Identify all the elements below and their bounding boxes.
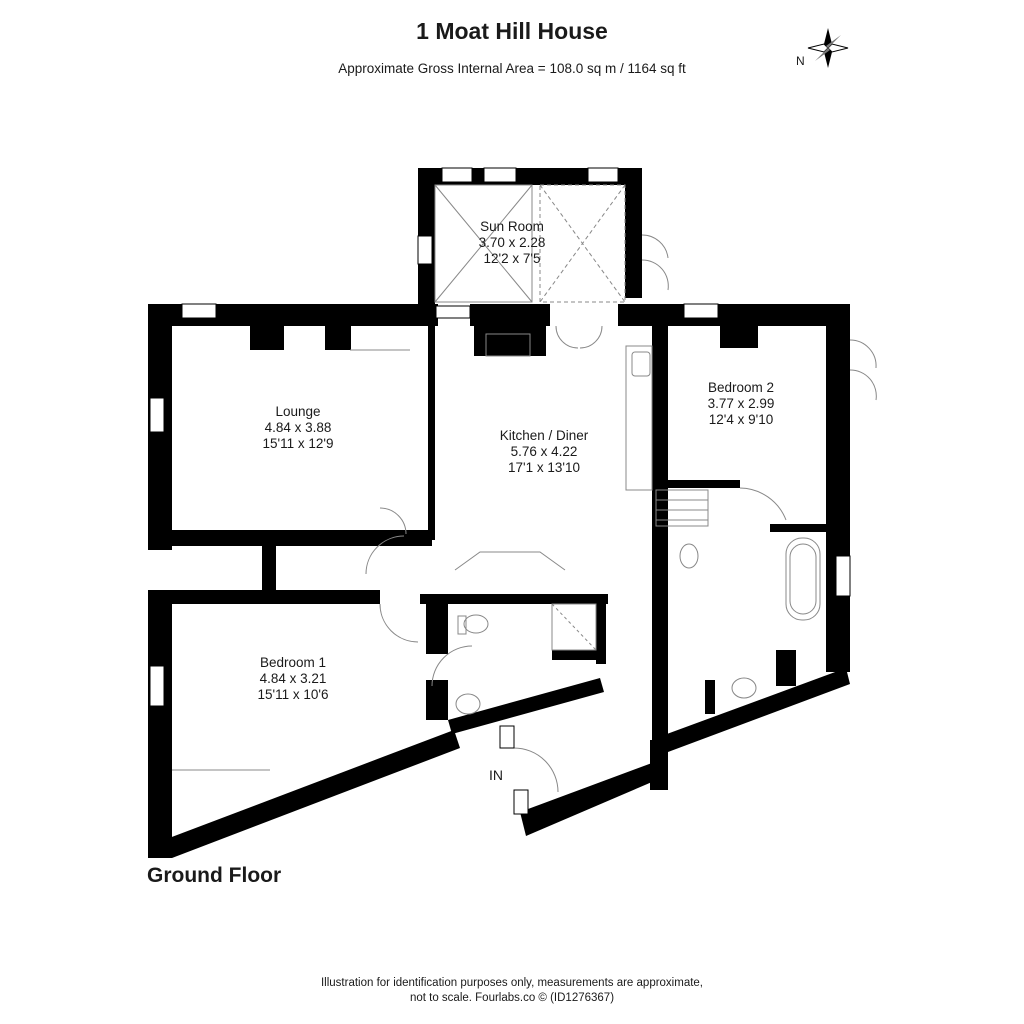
fixtures <box>172 184 877 793</box>
room-name: Bedroom 2 <box>707 380 775 395</box>
room-name: Bedroom 1 <box>259 655 327 670</box>
disclaimer-line-1: Illustration for identification purposes… <box>320 977 704 989</box>
disclaimer-line-2: not to scale. Fourlabs.co © (ID1276367) <box>409 992 615 1004</box>
room-size-metric: 3.70 x 2.28 <box>478 235 546 250</box>
room-size-metric: 3.77 x 2.99 <box>707 396 775 411</box>
room-label-kitchen-diner: Kitchen / Diner 5.76 x 4.22 17'1 x 13'10 <box>500 428 589 476</box>
plan-title: 1 Moat Hill House <box>416 18 608 44</box>
entrance-label: IN <box>489 767 503 783</box>
room-size-imperial: 12'4 x 9'10 <box>708 412 774 427</box>
room-label-sun-room: Sun Room 3.70 x 2.28 12'2 x 7'5 <box>479 219 546 267</box>
compass-rose-icon <box>807 28 849 68</box>
room-size-imperial: 15'11 x 12'9 <box>262 436 334 451</box>
disclaimer: Illustration for identification purposes… <box>0 976 1024 1006</box>
room-size-imperial: 12'2 x 7'5 <box>483 251 541 266</box>
compass-north-label: N <box>796 54 805 68</box>
gross-area: Approximate Gross Internal Area = 108.0 … <box>338 61 686 76</box>
room-name: Kitchen / Diner <box>499 428 589 443</box>
room-size-imperial: 17'1 x 13'10 <box>508 460 580 475</box>
floor-name: Ground Floor <box>147 864 282 887</box>
room-size-metric: 5.76 x 4.22 <box>510 444 578 459</box>
walls <box>148 168 850 858</box>
room-name: Lounge <box>275 404 321 419</box>
room-label-lounge: Lounge 4.84 x 3.88 15'11 x 12'9 <box>263 404 334 452</box>
room-name: Sun Room <box>480 219 544 234</box>
room-size-metric: 4.84 x 3.88 <box>264 420 332 435</box>
room-size-imperial: 15'11 x 10'6 <box>257 687 329 702</box>
room-size-metric: 4.84 x 3.21 <box>259 671 327 686</box>
room-label-bedroom-1: Bedroom 1 4.84 x 3.21 15'11 x 10'6 <box>258 655 329 703</box>
room-label-bedroom-2: Bedroom 2 3.77 x 2.99 12'4 x 9'10 <box>708 380 775 428</box>
windows <box>149 167 851 815</box>
